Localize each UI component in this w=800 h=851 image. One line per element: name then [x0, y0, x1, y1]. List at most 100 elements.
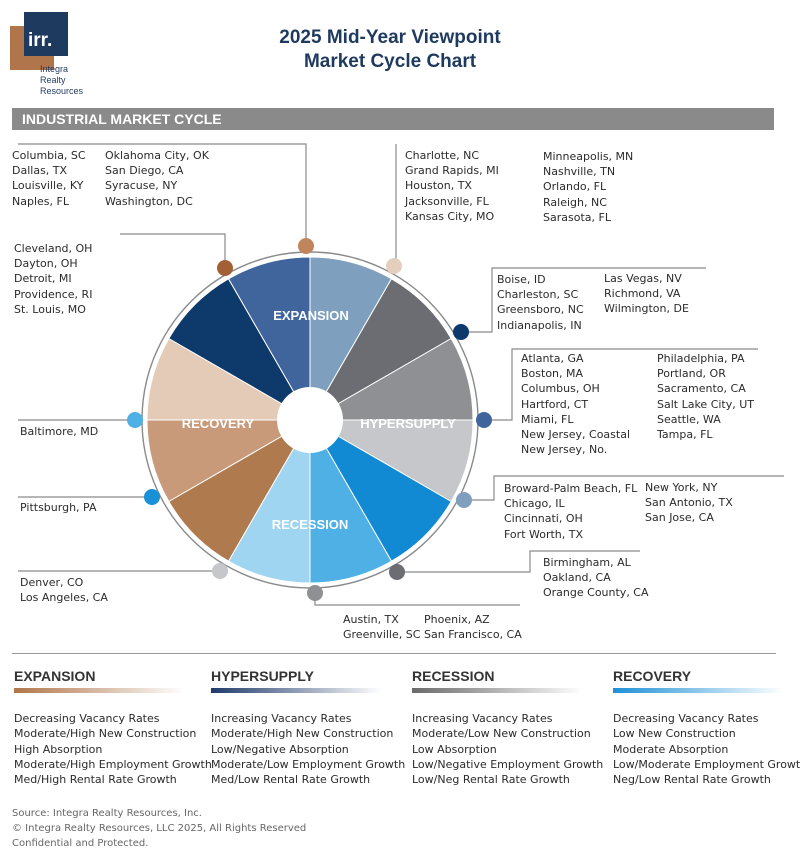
- wheel-slice: [146, 419, 312, 503]
- cycle-position-dot: [389, 564, 405, 580]
- market-name: Sarasota, FL: [543, 210, 611, 224]
- cycle-position-dot: [453, 324, 469, 340]
- wheel-slice: [146, 337, 312, 421]
- market-group-baltimore: Baltimore, MD: [20, 424, 98, 439]
- legend-heading: RECESSION: [412, 668, 495, 684]
- wheel-slice: [227, 418, 311, 584]
- wheel-slice: [308, 337, 474, 421]
- logo-wordmark: Integra Realty Resources: [40, 64, 84, 96]
- legend-characteristic: Neg/Low Rental Rate Growth: [613, 773, 771, 787]
- market-name: Miami, FL: [521, 412, 574, 426]
- market-name: Boise, ID: [497, 273, 546, 286]
- section-banner: INDUSTRIAL MARKET CYCLE: [12, 108, 774, 130]
- cycle-position-dot: [298, 238, 314, 254]
- market-name: Indianapolis, IN: [497, 318, 582, 332]
- market-name: Portland, OR: [657, 367, 726, 381]
- market-name: Dallas, TX: [12, 164, 68, 178]
- market-name: Los Angeles, CA: [20, 591, 108, 605]
- connector-bottom: [314, 593, 520, 606]
- legend-characteristic: Low/Negative Absorption: [211, 742, 349, 756]
- connector-right-3: [464, 475, 784, 501]
- legend-characteristic: Moderate/Low New Construction: [412, 727, 591, 741]
- wheel-slice: [309, 418, 393, 584]
- legend-characteristic: Low/Moderate Employment Growth: [613, 757, 800, 771]
- market-name: Naples, FL: [12, 194, 69, 208]
- cycle-position-dot: [127, 412, 143, 428]
- legend-characteristic: Moderate/High New Construction: [14, 727, 197, 741]
- market-name: Denver, CO: [20, 576, 84, 589]
- market-name: Charlotte, NC: [405, 149, 479, 162]
- cycle-position-dot: [386, 258, 402, 274]
- legend-characteristic: Moderate Absorption: [613, 742, 729, 756]
- market-name: Austin, TX: [343, 613, 399, 626]
- market-name: Kansas City, MO: [405, 209, 495, 223]
- footer-copyright: © Integra Realty Resources, LLC 2025, Al…: [12, 823, 307, 834]
- market-name: Orlando, FL: [543, 180, 607, 194]
- legend-gradient-bar: [613, 688, 783, 693]
- irr-logo: irr. Integra Realty Resources: [10, 12, 110, 102]
- wheel-slice: [227, 256, 311, 422]
- market-name: Philadelphia, PA: [657, 352, 745, 365]
- legend-characteristic: Increasing Vacancy Rates: [412, 712, 553, 725]
- footer-source: Source: Integra Realty Resources, Inc.: [12, 808, 202, 819]
- market-name: Fort Worth, TX: [504, 527, 584, 541]
- market-name: St. Louis, MO: [14, 302, 86, 316]
- market-name: Boston, MA: [521, 367, 584, 381]
- legend-characteristic: Low Absorption: [412, 742, 497, 756]
- connector-left-mid: [120, 233, 226, 268]
- market-name: Greenville, SC: [343, 628, 421, 642]
- market-name: Oakland, CA: [543, 571, 611, 585]
- legend-characteristic: Low/Neg Rental Rate Growth: [412, 773, 570, 787]
- wheel-slice: [309, 256, 393, 422]
- wheel-slice: [168, 418, 312, 562]
- cycle-position-dot: [144, 489, 160, 505]
- market-name: New Jersey, No.: [521, 443, 608, 457]
- market-name: Seattle, WA: [657, 412, 721, 426]
- market-name: San Antonio, TX: [645, 496, 733, 510]
- market-name: Washington, DC: [105, 194, 193, 208]
- connector-right-2: [484, 348, 758, 421]
- wheel-slice: [308, 419, 474, 503]
- wheel-slice: [308, 278, 452, 422]
- cycle-position-dot: [307, 585, 323, 601]
- market-name: Orange County, CA: [543, 586, 649, 600]
- market-group-left-bottom: Denver, CO Los Angeles, CA: [20, 575, 108, 605]
- market-name: San Jose, CA: [645, 511, 714, 525]
- legend-gradient-bar: [211, 688, 381, 693]
- legend-characteristic: Med/High Rental Rate Growth: [14, 773, 177, 787]
- market-name: Houston, TX: [405, 179, 472, 193]
- market-name: Grand Rapids, MI: [405, 164, 499, 178]
- market-name: Pittsburgh, PA: [20, 501, 97, 514]
- market-name: San Diego, CA: [105, 164, 184, 178]
- market-name: Detroit, MI: [14, 272, 72, 286]
- connector-right-1: [461, 267, 706, 333]
- cycle-position-dot: [456, 492, 472, 508]
- market-name: Hartford, CT: [521, 397, 589, 411]
- market-name: Richmond, VA: [604, 287, 681, 301]
- market-group-pittsburgh: Pittsburgh, PA: [20, 500, 97, 515]
- cycle-position-dot: [476, 412, 492, 428]
- market-group-bottom-a: Austin, TX Greenville, SC: [343, 612, 420, 642]
- phase-label-hypersupply: HYPERSUPPLY: [360, 416, 456, 431]
- legend-characteristic: Moderate/Low Employment Growth: [211, 757, 406, 771]
- phase-label-expansion: EXPANSION: [273, 308, 349, 323]
- legend-characteristic: High Absorption: [14, 742, 103, 756]
- market-name: Minneapolis, MN: [543, 150, 634, 163]
- legend-characteristic: Moderate/High Employment Growth: [14, 757, 212, 771]
- market-name: Providence, RI: [14, 287, 93, 301]
- market-name: Columbus, OH: [521, 382, 600, 396]
- phase-label-recession: RECESSION: [272, 517, 349, 532]
- market-name: New York, NY: [645, 481, 718, 494]
